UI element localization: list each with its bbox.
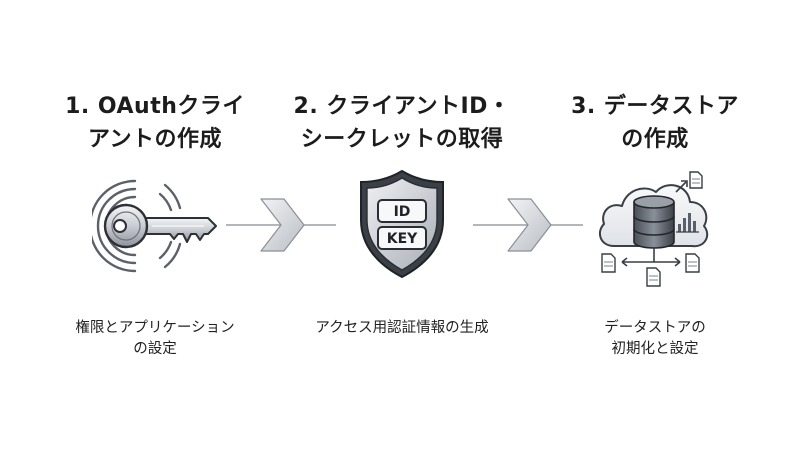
step-2-description: アクセス用認証情報の生成 [277,318,527,339]
step-1-title: 1. OAuthクライ アントの作成 [30,90,280,156]
step-3-desc-line-2: 初期化と設定 [611,341,699,357]
step-2-title-line-1: 2. クライアントID・ [293,94,511,119]
chevron-right-icon [473,198,583,252]
shield-icon: ID KEY [360,169,444,279]
step-1-description: 権限とアプリケーション の設定 [30,318,280,360]
step-1-title-line-2: アントの作成 [87,127,223,152]
step-2-desc-line-1: アクセス用認証情報の生成 [315,320,489,336]
key-icon [92,179,217,273]
step-1-desc-line-1: 権限とアプリケーション [75,320,235,336]
step-3-description: データストアの 初期化と設定 [530,318,780,360]
shield-badge-key: KEY [387,231,418,247]
cloud-database-icon [598,171,709,287]
step-3-desc-line-1: データストアの [604,320,706,336]
shield-badge-id: ID [394,204,411,220]
step-1-title-line-1: 1. OAuthクライ [65,94,245,119]
chevron-right-icon [226,198,336,252]
step-2-title: 2. クライアントID・ シークレットの取得 [277,90,527,156]
step-3-title-line-1: 3. データストア [571,94,739,119]
step-3-title-line-2: の作成 [621,127,689,152]
step-1-desc-line-2: の設定 [133,341,177,357]
step-2-title-line-2: シークレットの取得 [300,127,504,152]
step-3-title: 3. データストア の作成 [530,90,780,156]
